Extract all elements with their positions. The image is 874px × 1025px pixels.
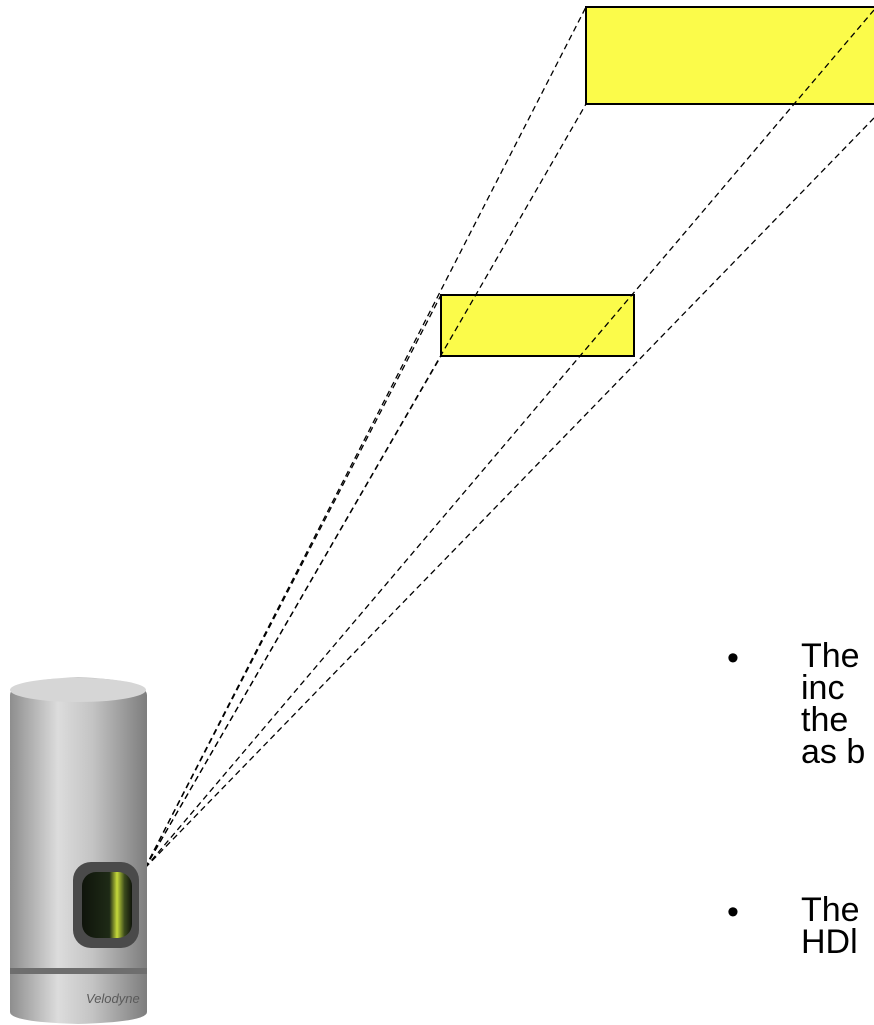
sensor-band (10, 968, 147, 974)
lidar-sensor: Velodyne (10, 677, 147, 1024)
laser-rays (144, 6, 874, 869)
ray-near-top-left (144, 294, 442, 869)
ray-far-bottom-right (144, 117, 874, 869)
ray-far-top-right (144, 9, 874, 869)
sensor-lower-body (10, 974, 147, 1024)
far-target-box (585, 6, 874, 105)
near-target-box (440, 294, 635, 357)
sensor-lens (82, 872, 132, 938)
sensor-brand-logo: Velodyne (86, 991, 140, 1006)
sensor-top-cap (10, 678, 146, 702)
ray-near-bottom-left (144, 355, 442, 869)
